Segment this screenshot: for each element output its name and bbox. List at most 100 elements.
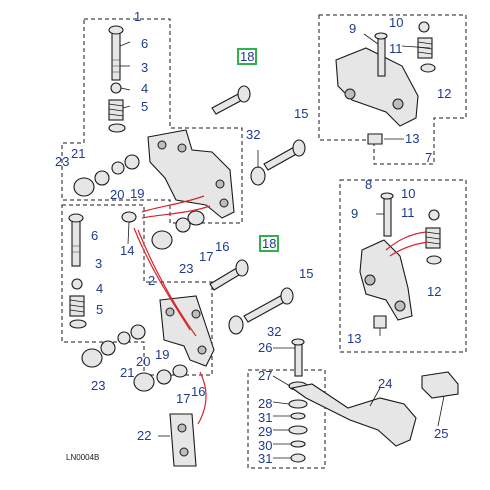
callout-22: 22: [137, 428, 152, 443]
grommet-14: [121, 211, 137, 223]
callout-15: 15: [294, 106, 309, 121]
wire-drop-1: [133, 227, 191, 331]
callout-23b: 23: [179, 261, 194, 276]
clip-lower-left: [69, 319, 87, 329]
callout-8: 8: [365, 177, 373, 192]
callout-3: 3: [141, 60, 149, 75]
washer-30: [290, 440, 306, 448]
wire-right-2: [389, 241, 429, 257]
clip-upper-left: [108, 123, 126, 133]
ball-10-lower: [428, 209, 440, 221]
callout-12b: 12: [427, 284, 442, 299]
callout-32: 32: [246, 127, 261, 142]
spring-11-lower: [425, 227, 441, 249]
callout-21b: 21: [120, 365, 135, 380]
clip-12-lower: [426, 255, 442, 265]
nut-13-upper: [367, 133, 383, 145]
callout-10b: 10: [401, 186, 416, 201]
group-outline-1: [61, 18, 243, 224]
bolt-9-lower: [380, 192, 394, 237]
group-outline-7: [318, 14, 467, 165]
callout-13: 13: [405, 131, 420, 146]
callout-20: 20: [110, 187, 125, 202]
bushing-21-lower: [100, 340, 116, 356]
callout-18-lower-highlighted: 18: [259, 235, 280, 252]
callout-2: 2: [148, 273, 156, 288]
washer-20-upper: [111, 161, 125, 175]
bushing-16-upper: [187, 210, 205, 226]
callout-31: 31: [258, 410, 273, 425]
bolt-15-lower: [243, 287, 294, 323]
callout-24: 24: [378, 376, 393, 391]
bushing-23b-upper: [151, 230, 173, 250]
washer-28: [288, 399, 308, 409]
drawing-reference-code: LN0004B: [66, 453, 100, 462]
hinge-bracket-upper: [147, 129, 235, 219]
washer-32-lower: [228, 315, 244, 335]
callout-16: 16: [215, 239, 230, 254]
callout-19b: 19: [155, 347, 170, 362]
callout-15b: 15: [299, 266, 314, 281]
bolt-15-upper: [263, 139, 306, 171]
callout-6: 6: [141, 36, 149, 51]
bushing-17-lower: [156, 369, 172, 385]
bolt-lower-left: [68, 213, 84, 267]
nut-31b: [290, 453, 306, 463]
spring-lower-left: [69, 295, 85, 317]
callout-23c: 23: [91, 378, 106, 393]
callout-32b: 32: [267, 324, 282, 339]
bushing-23-upper: [73, 177, 95, 197]
callout-13b: 13: [347, 331, 362, 346]
callout-30: 30: [258, 438, 273, 453]
stay-arm-24: [290, 383, 417, 447]
washer-19-upper: [124, 154, 140, 170]
washer-19-lower: [130, 324, 146, 340]
bushing-16-lower: [172, 364, 188, 378]
callout-6b: 6: [91, 228, 99, 243]
bolt-9-upper: [374, 32, 388, 77]
callout-3b: 3: [95, 256, 103, 271]
bushing-23c-lower: [133, 372, 155, 392]
wire-lower: [197, 371, 207, 425]
callout-26: 26: [258, 340, 273, 355]
wire-upper-2: [141, 205, 211, 219]
callout-29: 29: [258, 424, 273, 439]
bracket-lower-right: [359, 239, 413, 321]
callout-17b: 17: [176, 391, 191, 406]
callout-19: 19: [130, 186, 145, 201]
pin-26: [291, 338, 305, 377]
callout-17: 17: [199, 249, 214, 264]
washer-20-lower: [117, 331, 131, 345]
callout-12: 12: [437, 86, 452, 101]
washer-31a: [290, 412, 306, 420]
callout-11: 11: [389, 41, 403, 56]
callout-16b: 16: [191, 384, 206, 399]
bolt-18-upper: [211, 85, 251, 115]
group-outline-2: [61, 204, 213, 376]
callout-7: 7: [425, 150, 433, 165]
plate-22: [169, 413, 197, 467]
callout-4: 4: [141, 81, 149, 96]
callout-11b: 11: [401, 205, 415, 220]
callout-14: 14: [120, 243, 135, 258]
callout-9b: 9: [351, 206, 359, 221]
nut-13-lower: [373, 315, 387, 329]
bushing-21-upper: [94, 170, 110, 186]
stop-block-25: [421, 371, 459, 399]
group-outline-8: [339, 179, 467, 353]
bracket-upper-right: [335, 47, 419, 127]
callout-20b: 20: [136, 354, 151, 369]
callout-28: 28: [258, 396, 273, 411]
callout-1: 1: [134, 9, 142, 24]
bushing-17-upper: [175, 217, 191, 233]
callout-31b: 31: [258, 451, 273, 466]
washer-32-upper: [250, 166, 266, 186]
callout-4b: 4: [96, 281, 104, 296]
wire-drop-2: [137, 229, 197, 337]
clip-12-upper: [420, 63, 436, 73]
washer-29: [288, 425, 308, 435]
ball-upper-left: [110, 82, 122, 94]
wire-right-1: [385, 231, 427, 251]
